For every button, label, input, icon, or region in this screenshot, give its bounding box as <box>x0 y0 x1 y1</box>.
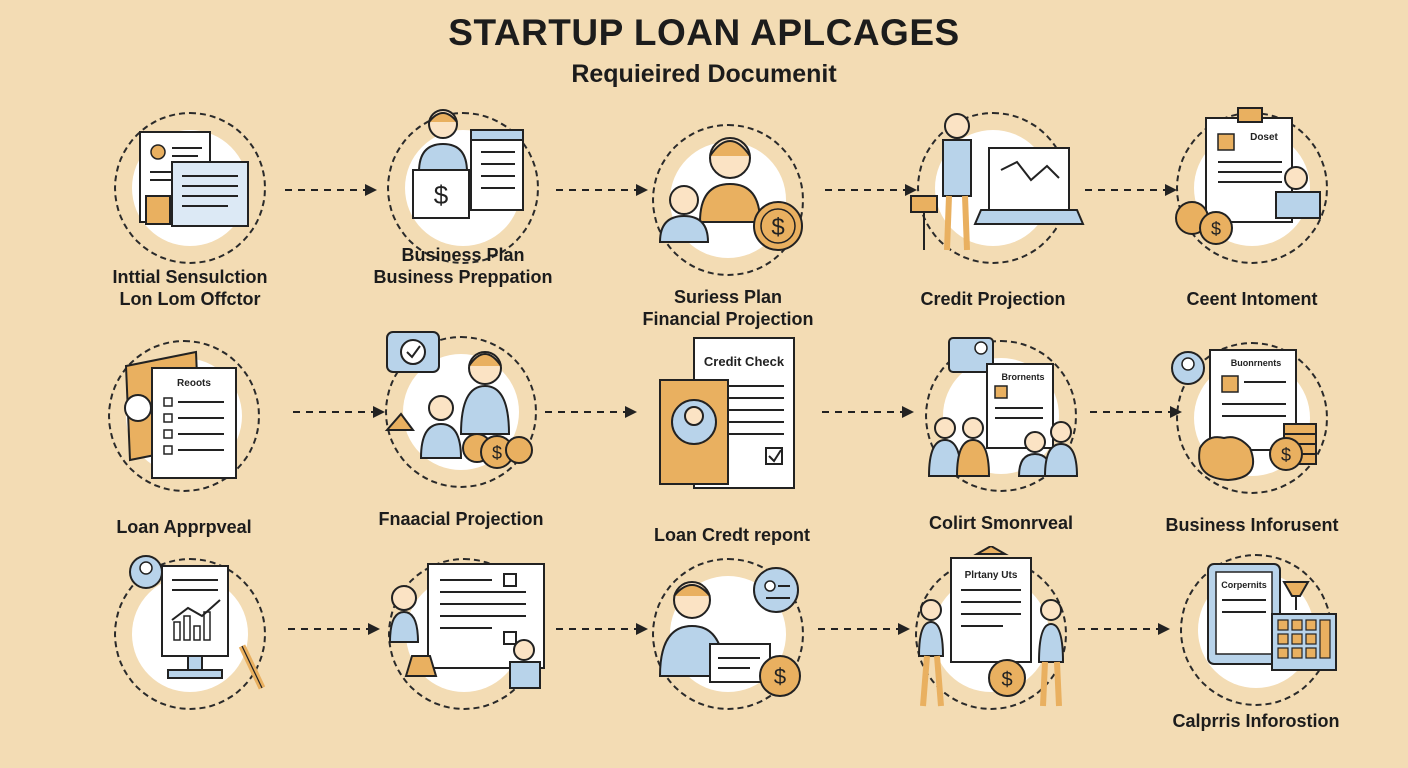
svg-text:$: $ <box>771 214 784 241</box>
step-label-line: Financial Projection <box>642 309 814 329</box>
presenter-money-sign-icon: $ <box>412 109 524 219</box>
doc-heading: Credit Check <box>704 354 785 369</box>
step-label-line: Calprris Inforostion <box>1172 711 1340 731</box>
step-label-line: Fnaacial Projection <box>378 509 544 529</box>
step-ring: Corpernits <box>1180 554 1337 706</box>
step-label: Inttial Sensulction Lon Lom Offctor <box>60 266 320 310</box>
arrow-right-icon <box>1090 406 1182 418</box>
doc-heading: Reoots <box>177 378 211 389</box>
step-label-line: Business Inforusent <box>1165 515 1339 535</box>
step-ring: Credit Check <box>656 337 808 500</box>
calculator-document-icon: Corpernits <box>1207 563 1337 671</box>
svg-text:$: $ <box>434 180 449 210</box>
arrow-right-icon <box>1085 184 1177 196</box>
step-ring <box>114 555 266 710</box>
doc-heading: Plrtany Uts <box>965 570 1018 581</box>
step-ring <box>388 558 545 710</box>
svg-text:$: $ <box>1281 445 1291 465</box>
step-ring: Brornents <box>925 337 1079 492</box>
checklist-documents-icon <box>388 563 545 689</box>
step-ring: $ <box>652 558 804 710</box>
arrow-right-icon <box>1078 623 1170 635</box>
step-label-line: Ceent Intoment <box>1186 289 1318 309</box>
step-label-line: Credit Projection <box>920 289 1066 309</box>
svg-text:$: $ <box>774 664 786 689</box>
doc-heading: Doset <box>1250 132 1278 143</box>
arrow-right-icon <box>822 406 914 418</box>
arrow-right-icon <box>825 184 917 196</box>
step-ring: $ <box>384 331 537 488</box>
arrow-right-icon <box>818 623 910 635</box>
svg-text:$: $ <box>1001 669 1012 691</box>
step-label: Colirt Smonrveal <box>871 512 1131 534</box>
resume-documents-icon <box>139 131 249 227</box>
step-label: Business Inforusent <box>1122 514 1382 536</box>
documents-money-bag-icon: Buonrnents $ <box>1171 349 1317 482</box>
arrow-right-icon <box>293 406 385 418</box>
step-ring: Doset $ <box>1175 107 1328 264</box>
report-clipboard-coins-icon: Doset $ <box>1175 107 1321 245</box>
step-label-line: Loan Credt repont <box>654 525 810 545</box>
team-documents-icon: Brornents <box>927 337 1079 477</box>
step-ring: Reoots <box>108 340 260 492</box>
arrow-right-icon <box>556 184 648 196</box>
presenter-laptop-icon <box>910 113 1085 251</box>
step-ring <box>114 112 266 264</box>
step-label: Business Plan Business Preppation <box>333 244 593 288</box>
step-label-line: Business Preppation <box>373 267 553 287</box>
step-label-line: Business Plan <box>401 245 525 265</box>
arrow-right-icon <box>285 184 377 196</box>
step-ring: $ <box>387 109 539 264</box>
doc-heading: Brornents <box>1001 372 1044 382</box>
approval-team-coins-icon: $ <box>384 331 533 469</box>
step-label-line: Loan Apprpveal <box>116 517 252 537</box>
step-ring: $ <box>652 124 804 276</box>
step-label-line: Colirt Smonrveal <box>928 513 1074 533</box>
step-label: Fnaacial Projection <box>331 508 591 530</box>
svg-text:$: $ <box>492 443 502 463</box>
page-subtitle: Requieired Documenit <box>571 60 837 88</box>
step-label: Ceent Intoment <box>1122 288 1382 310</box>
svg-text:$: $ <box>1211 219 1221 239</box>
step-label: Credit Projection <box>863 288 1123 310</box>
loan-officers-coins-icon: $ <box>658 137 803 251</box>
step-label-line: Suriess Plan <box>673 287 783 307</box>
doc-heading: Corpernits <box>1221 580 1267 590</box>
step-label-line: Inttial Sensulction <box>112 267 268 287</box>
step-label: Suriess Plan Financial Projection <box>598 286 858 330</box>
arrow-right-icon <box>288 623 380 635</box>
step-label: Loan Credt repont <box>602 524 862 546</box>
step-label: Calprris Inforostion <box>1126 710 1386 732</box>
step-ring: Buonrnents $ <box>1171 342 1328 494</box>
handshake-document-icon: Plrtany Uts $ <box>917 546 1065 707</box>
arrow-right-icon <box>545 406 637 418</box>
chart-monitor-icon <box>129 555 266 690</box>
step-ring: Plrtany Uts $ <box>915 546 1067 710</box>
step-ring <box>910 112 1085 264</box>
doc-heading: Buonrnents <box>1231 358 1282 368</box>
step-label-line: Lon Lom Offctor <box>119 289 261 309</box>
report-folder-icon: Reoots <box>124 350 237 479</box>
page-title: STARTUP LOAN APLCAGES <box>448 12 960 53</box>
arrow-right-icon <box>556 623 648 635</box>
step-label: Loan Apprpveal <box>54 516 314 538</box>
person-cheque-icon: $ <box>658 567 801 697</box>
credit-check-document-icon: Credit Check <box>659 337 795 489</box>
